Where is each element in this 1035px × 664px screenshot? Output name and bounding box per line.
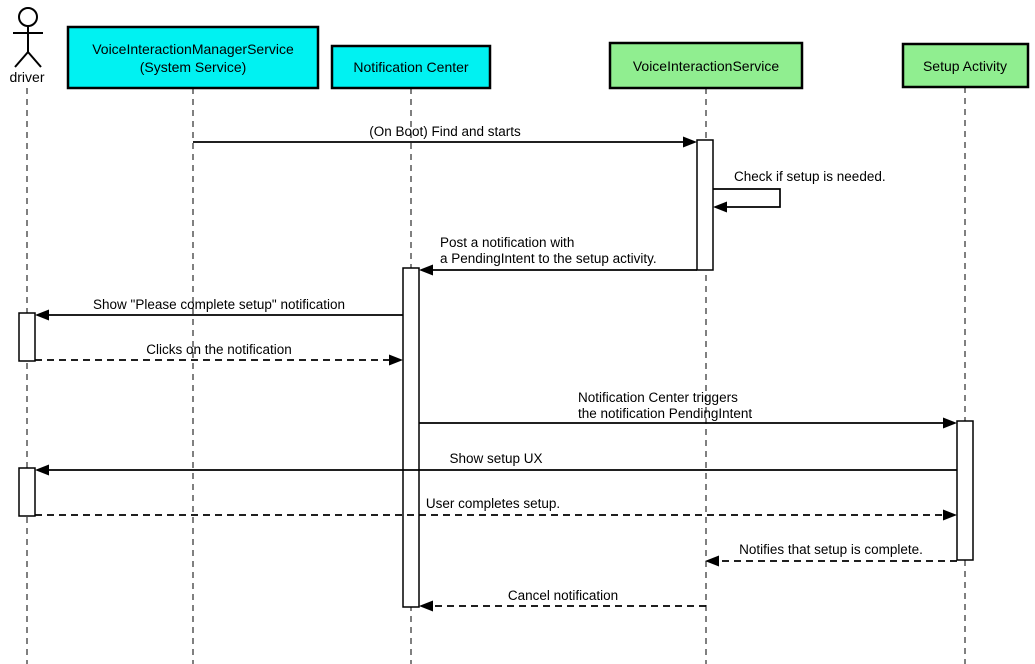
arrowhead-right-icon <box>943 509 957 521</box>
message-label: User completes setup. <box>426 496 560 511</box>
arrowhead-left-icon <box>419 600 433 612</box>
message-show-setup-ux: Show setup UX <box>35 451 957 476</box>
actor-head <box>18 7 38 27</box>
participant-box-notification-center <box>330 44 492 90</box>
message-show-setup-notification: Show "Please complete setup" notificatio… <box>35 297 403 321</box>
message-label-line2: a PendingIntent to the setup activity. <box>440 251 657 266</box>
activation-driver-2 <box>18 467 36 517</box>
message-post-notification: Post a notification with a PendingIntent… <box>419 235 697 276</box>
participant-label-vims-line2: (System Service) <box>140 59 247 75</box>
activation-setup-activity <box>956 420 974 561</box>
arrowhead-left-icon <box>35 464 49 476</box>
message-label: Clicks on the notification <box>146 342 292 357</box>
participant-box-voice-interaction-service <box>608 41 804 90</box>
arrowhead-right-icon <box>683 136 697 148</box>
message-label: (On Boot) Find and starts <box>369 124 521 139</box>
activation-notification-center <box>402 267 420 608</box>
activation-voice-interaction-service <box>696 139 714 271</box>
actor-driver: driver <box>9 7 45 85</box>
participant-notification-center: Notification Center <box>330 44 492 90</box>
participant-box-vims <box>66 25 320 90</box>
message-user-completes-setup: User completes setup. <box>35 496 957 521</box>
participant-label-voice-interaction-service: VoiceInteractionService <box>633 58 780 74</box>
message-clicks-notification: Clicks on the notification <box>35 342 403 366</box>
participant-box-setup-activity <box>901 42 1030 89</box>
message-label: Cancel notification <box>508 588 618 603</box>
arrowhead-right-icon <box>389 354 403 366</box>
arrowhead-left-icon <box>35 309 49 321</box>
arrowhead-right-icon <box>943 417 957 429</box>
actor-driver-label: driver <box>9 69 44 85</box>
message-label: Show setup UX <box>449 451 542 466</box>
message-label-line1: Notification Center triggers <box>578 390 738 405</box>
message-label: Notifies that setup is complete. <box>739 542 923 557</box>
activation-driver-1 <box>18 312 36 362</box>
message-check-if-setup-needed: Check if setup is needed. <box>713 169 886 213</box>
actor-left-leg <box>14 51 29 68</box>
message-on-boot-find-and-starts: (On Boot) Find and starts <box>193 124 697 148</box>
participant-voice-interaction-service: VoiceInteractionService <box>608 41 804 90</box>
participant-label-vims-line1: VoiceInteractionManagerService <box>92 41 294 57</box>
message-notifies-setup-complete: Notifies that setup is complete. <box>705 542 957 567</box>
arrowhead-left-icon <box>705 555 719 567</box>
participant-label-setup-activity: Setup Activity <box>923 58 1007 74</box>
participant-voice-interaction-manager-service: VoiceInteractionManagerService (System S… <box>66 25 320 90</box>
message-label-line2: the notification PendingIntent <box>578 406 752 421</box>
arrowhead-left-icon <box>419 264 433 276</box>
message-cancel-notification: Cancel notification <box>419 588 706 612</box>
message-label-line1: Post a notification with <box>440 235 574 250</box>
message-label: Check if setup is needed. <box>734 169 886 184</box>
message-self-loop <box>713 188 781 208</box>
arrowhead-left-icon <box>713 201 727 213</box>
actor-right-leg <box>27 51 42 68</box>
participant-setup-activity: Setup Activity <box>901 42 1030 89</box>
message-trigger-pending-intent: Notification Center triggers the notific… <box>419 390 957 429</box>
message-label: Show "Please complete setup" notificatio… <box>93 297 345 312</box>
participant-label-notification-center: Notification Center <box>353 59 469 75</box>
